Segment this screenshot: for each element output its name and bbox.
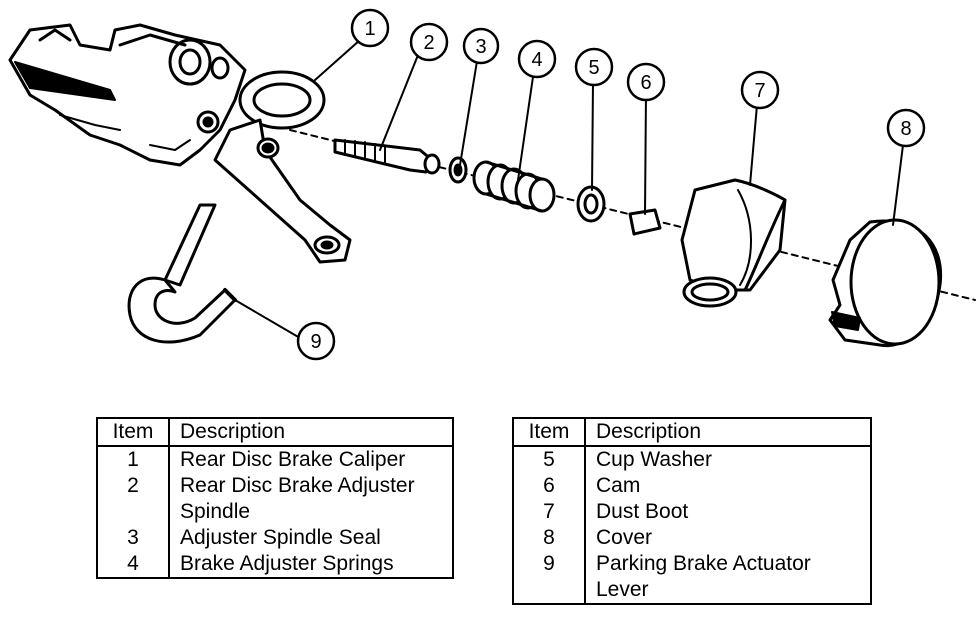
table-row: Lever bbox=[513, 577, 871, 604]
callout-8: 8 bbox=[886, 108, 926, 148]
item-number: 7 bbox=[513, 499, 586, 525]
dust-boot-part bbox=[680, 178, 787, 308]
table-row: 7 Dust Boot bbox=[513, 499, 871, 525]
column-header-description: Description bbox=[169, 418, 453, 447]
svg-text:3: 3 bbox=[475, 36, 486, 58]
table-row: 1 Rear Disc Brake Caliper bbox=[97, 446, 453, 473]
adjuster-springs-part bbox=[472, 160, 556, 213]
item-description: Spindle bbox=[180, 500, 251, 523]
callout-1: 1 bbox=[350, 8, 390, 48]
svg-text:4: 4 bbox=[531, 49, 542, 71]
callout-7: 7 bbox=[740, 70, 780, 110]
caliper-lever-part bbox=[213, 70, 352, 264]
item-number: 4 bbox=[97, 551, 170, 578]
column-header-item: Item bbox=[513, 418, 586, 447]
item-number: 9 bbox=[513, 551, 586, 577]
item-number: 6 bbox=[513, 473, 586, 499]
svg-text:1: 1 bbox=[364, 18, 375, 40]
table-row: 3 Adjuster Spindle Seal bbox=[97, 525, 453, 551]
item-number bbox=[513, 577, 586, 604]
table-row: 5 Cup Washer bbox=[513, 446, 871, 473]
legend-table-left: Item Description 1 Rear Disc Brake Calipe… bbox=[96, 417, 454, 579]
table-row: 9 Parking Brake Actuator bbox=[513, 551, 871, 577]
callout-6: 6 bbox=[626, 62, 666, 102]
exploded-view-diagram: 1 2 3 4 5 6 7 8 9 bbox=[8, 8, 976, 361]
cam-part bbox=[628, 208, 662, 236]
item-description: Rear Disc Brake Adjuster bbox=[180, 474, 415, 497]
svg-text:6: 6 bbox=[640, 72, 651, 94]
svg-text:8: 8 bbox=[900, 118, 911, 140]
item-description: Adjuster Spindle Seal bbox=[180, 526, 381, 549]
item-description: Cup Washer bbox=[596, 448, 712, 471]
item-description: Dust Boot bbox=[596, 500, 689, 523]
caliper-part bbox=[8, 23, 247, 167]
svg-text:2: 2 bbox=[423, 32, 434, 54]
svg-text:7: 7 bbox=[754, 80, 765, 102]
item-number: 1 bbox=[97, 446, 170, 473]
table-row: Spindle bbox=[97, 499, 453, 525]
adjuster-spindle-part bbox=[333, 138, 441, 175]
item-description: Rear Disc Brake Caliper bbox=[180, 448, 406, 471]
item-description: Brake Adjuster Springs bbox=[180, 552, 394, 575]
callout-4: 4 bbox=[517, 39, 557, 79]
leader-lines bbox=[234, 39, 904, 339]
actuator-lever-part bbox=[127, 203, 237, 344]
item-number bbox=[97, 499, 170, 525]
svg-text:9: 9 bbox=[310, 331, 321, 353]
legend-table-right: Item Description 5 Cup Washer 6 Cam 7 Dust … bbox=[512, 417, 872, 605]
item-description: Cam bbox=[596, 474, 641, 497]
item-number: 3 bbox=[97, 525, 170, 551]
item-description: Parking Brake Actuator bbox=[596, 552, 811, 575]
svg-text:5: 5 bbox=[588, 57, 599, 79]
callout-9-bottom: 9 bbox=[296, 321, 336, 361]
column-header-description: Description bbox=[585, 418, 871, 447]
cover-part bbox=[828, 218, 943, 348]
item-number: 8 bbox=[513, 525, 586, 551]
column-header-item: Item bbox=[97, 418, 170, 447]
table-row: 2 Rear Disc Brake Adjuster bbox=[97, 473, 453, 499]
item-number: 5 bbox=[513, 446, 586, 473]
cup-washer-part bbox=[576, 185, 606, 223]
callout-3: 3 bbox=[462, 27, 500, 65]
item-description: Cover bbox=[596, 526, 653, 549]
table-row: 8 Cover bbox=[513, 525, 871, 551]
callout-2: 2 bbox=[409, 22, 449, 62]
table-row: 6 Cam bbox=[513, 473, 871, 499]
spindle-seal-part bbox=[448, 156, 468, 184]
item-number: 2 bbox=[97, 473, 170, 499]
table-row: 4 Brake Adjuster Springs bbox=[97, 551, 453, 578]
item-description: Lever bbox=[596, 578, 649, 601]
callout-5: 5 bbox=[574, 47, 614, 87]
